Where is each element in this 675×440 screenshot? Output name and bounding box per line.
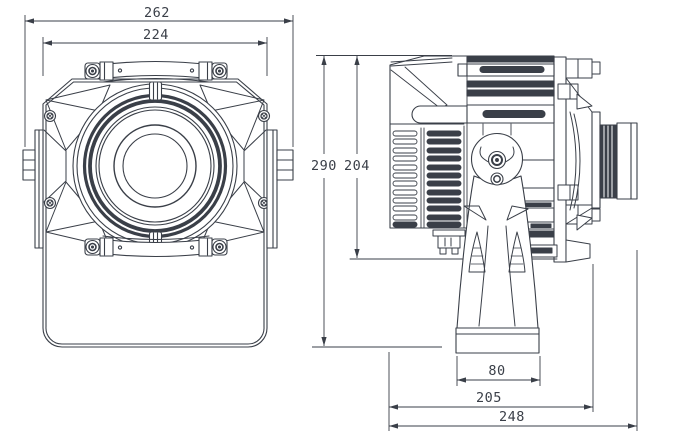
clamp-screw-bottom-right — [212, 239, 227, 255]
yoke-adjust-knob — [487, 150, 507, 170]
yoke-cutouts — [463, 205, 529, 221]
extension-lines — [24, 15, 638, 431]
front-body-inner-line — [45, 81, 265, 345]
side-view — [349, 55, 638, 354]
dim-text-base-plate-width: 80 — [488, 363, 505, 379]
dim-text-side-overall-depth: 248 — [499, 409, 525, 425]
heatsink-vents — [392, 127, 462, 229]
lens-inner — [113, 124, 197, 208]
clamp-bar-bottom — [84, 235, 228, 258]
left-edge-chevron — [43, 129, 67, 203]
dim-text-side-overall-height: 290 — [311, 158, 337, 174]
bezel-arcs — [569, 111, 581, 211]
tilt-knob-right — [276, 149, 294, 181]
front-view — [22, 60, 294, 348]
bottom-clamp-bracket — [432, 229, 466, 255]
carry-handle — [411, 105, 477, 124]
side-plate-left — [22, 129, 44, 249]
yoke-legs — [468, 225, 526, 327]
clamp-screw-bottom-left — [85, 239, 100, 255]
lens-barrel — [591, 111, 638, 209]
lens-ring-outer — [72, 83, 238, 249]
yoke-bracket — [455, 132, 540, 354]
right-edge-chevron — [243, 129, 267, 203]
dim-text-side-body-height: 204 — [344, 158, 370, 174]
front-bezel — [557, 58, 601, 263]
tilt-knob-left — [22, 149, 36, 181]
side-plate-right — [266, 129, 294, 249]
clamp-screw-top-left — [85, 63, 100, 79]
vent-column-right — [426, 130, 462, 228]
yoke-lock-knob — [490, 172, 504, 186]
dimensions: 262 224 290 204 80 205 248 — [24, 5, 638, 431]
top-slat-bars — [411, 56, 555, 124]
vent-column-left — [392, 130, 418, 228]
dim-text-front-overall-width: 262 — [144, 5, 170, 21]
lens-end-cap — [616, 122, 638, 200]
base-plate — [455, 327, 540, 354]
dim-text-side-body-depth: 205 — [476, 390, 502, 406]
clamp-screw-top-right — [212, 63, 227, 79]
dim-text-front-body-width: 224 — [143, 27, 169, 43]
lens-rings — [72, 83, 238, 249]
clamp-bar-top — [84, 60, 228, 83]
front-ring-column — [553, 56, 567, 263]
